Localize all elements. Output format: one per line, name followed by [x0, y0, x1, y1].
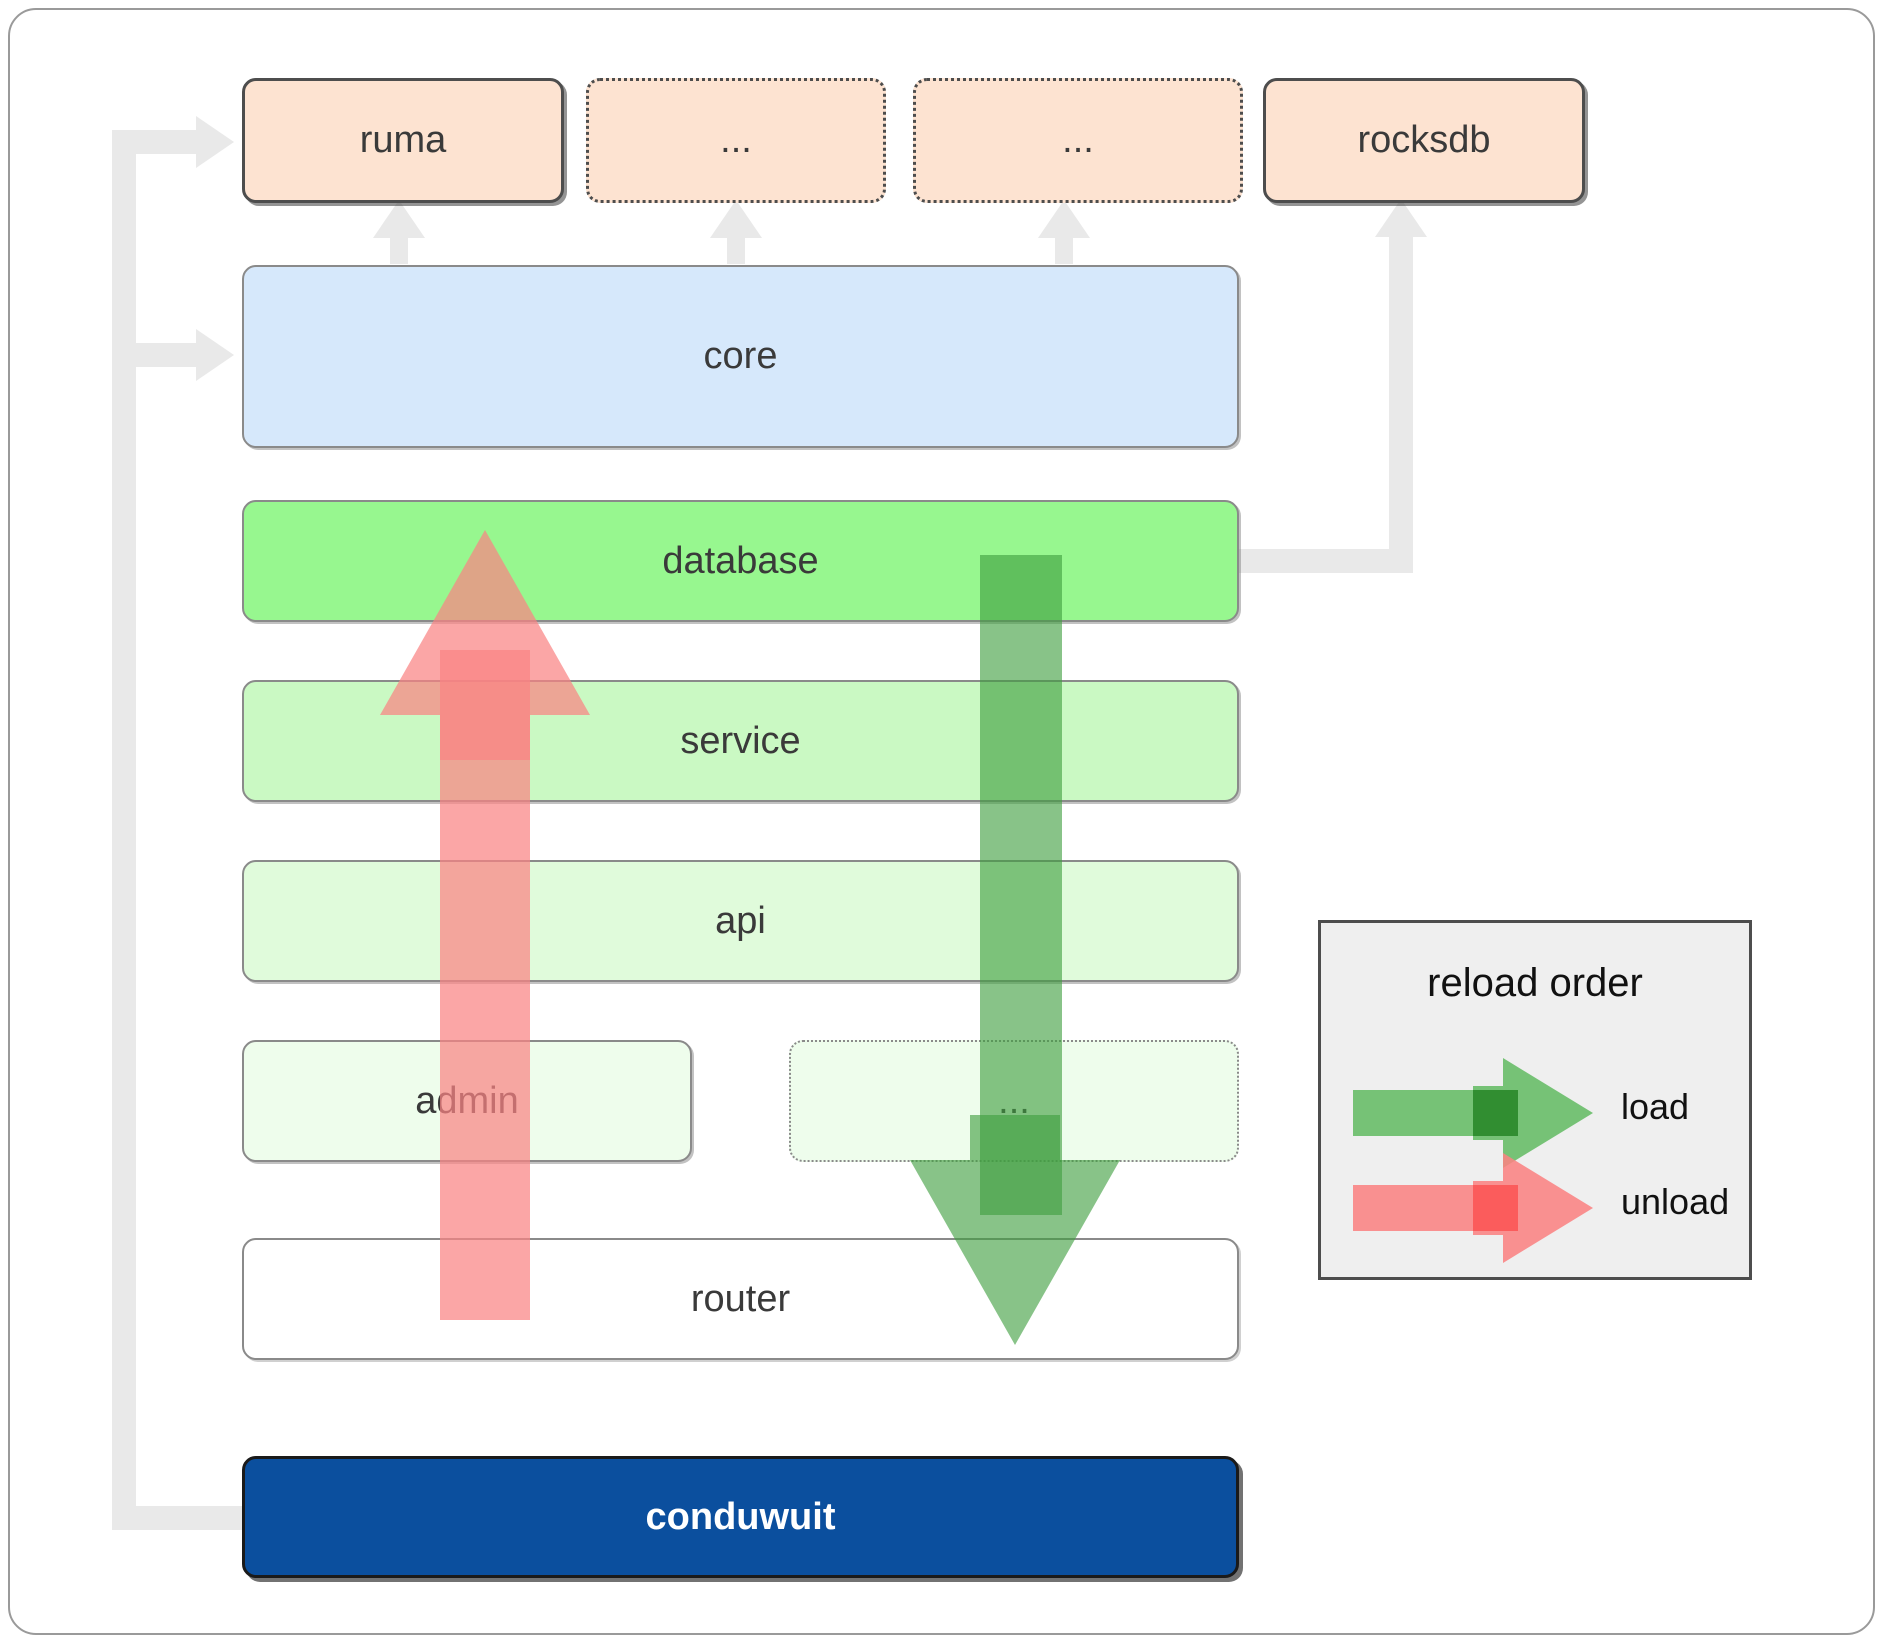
gray-arrowhead-ruma — [196, 116, 234, 168]
gray-connector-core-dots1 — [727, 232, 745, 264]
legend-swatch-unload — [1353, 1153, 1593, 1268]
gray-connector-core-ruma — [390, 232, 408, 264]
layer-label-router: router — [690, 1277, 791, 1320]
legend-label-unload: unload — [1621, 1181, 1730, 1222]
gray-arrowhead-core — [196, 329, 234, 381]
root-box-conduwuit[interactable]: conduwuit — [242, 1456, 1239, 1578]
gray-connector-core-dots2 — [1055, 232, 1073, 264]
layer-box-router[interactable]: router — [242, 1238, 1239, 1360]
dependency-label-dots-1: ... — [720, 119, 752, 161]
dependency-box-rocksdb[interactable]: rocksdb — [1263, 78, 1585, 203]
root-label-conduwuit: conduwuit — [645, 1495, 836, 1538]
layer-label-database: database — [662, 539, 819, 582]
layer-label-core: core — [703, 335, 778, 377]
load-flow-arrow — [910, 555, 1120, 1345]
dependency-label-ruma: ruma — [359, 119, 447, 161]
gray-connector-rocksdb-trunk — [1389, 236, 1413, 573]
gray-arrowhead-core-ruma — [373, 200, 425, 238]
layer-label-api: api — [715, 899, 766, 942]
layer-label-service: service — [680, 719, 801, 762]
legend-row-load: load — [1321, 1058, 1749, 1168]
layer-box-api[interactable]: api — [242, 860, 1239, 982]
gray-connector-left-bottom — [112, 1506, 252, 1530]
dependency-box-dots-2[interactable]: ... — [913, 78, 1243, 203]
gray-arrowhead-rocksdb — [1375, 199, 1427, 237]
legend-row-unload: unload — [1321, 1153, 1749, 1263]
gray-connector-left-trunk — [112, 130, 136, 1530]
gray-arrowhead-core-dots2 — [1038, 200, 1090, 238]
layer-box-database[interactable]: database — [242, 500, 1239, 622]
legend-label-load: load — [1621, 1086, 1690, 1127]
gray-connector-to-core — [112, 343, 200, 367]
layer-box-core[interactable]: core — [242, 265, 1239, 448]
unload-flow-arrow — [380, 530, 590, 1320]
dependency-label-dots-2: ... — [1062, 119, 1094, 161]
legend-title: reload order — [1427, 961, 1643, 1005]
legend-panel: reload order load — [1318, 920, 1752, 1280]
dependency-label-rocksdb: rocksdb — [1357, 119, 1491, 161]
dependency-box-ruma[interactable]: ruma — [242, 78, 564, 203]
legend-swatch-load — [1353, 1058, 1593, 1173]
gray-connector-to-ruma — [112, 130, 200, 154]
dependency-box-dots-1[interactable]: ... — [586, 78, 886, 203]
gray-connector-db-right — [1223, 549, 1413, 573]
gray-arrowhead-core-dots1 — [710, 200, 762, 238]
